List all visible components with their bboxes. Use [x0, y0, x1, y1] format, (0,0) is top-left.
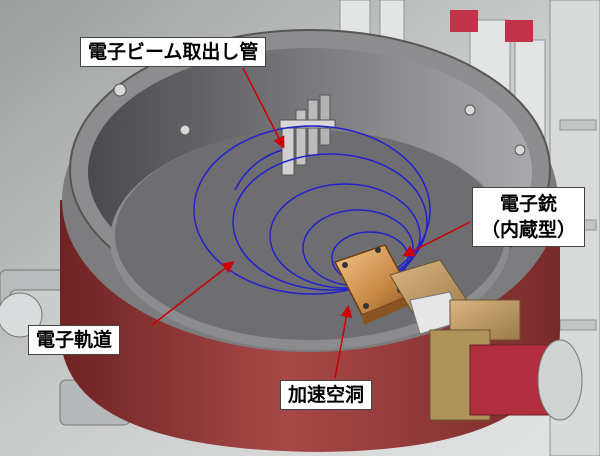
label-electron-gun-line2: （内蔵型）: [481, 219, 577, 241]
right-port: [429, 329, 583, 421]
label-electron-orbit: 電子軌道: [28, 325, 121, 355]
leader-extraction: [242, 67, 285, 149]
orbit-extraction-path: [234, 149, 283, 191]
leader-cavity: [334, 305, 353, 379]
red-blocks: [450, 10, 533, 42]
label-extraction-tube: 電子ビーム取出し管: [80, 37, 267, 67]
rim-bolts: [113, 83, 526, 156]
label-electron-gun: 電子銃 （内蔵型）: [472, 187, 586, 247]
leader-orbit: [151, 261, 235, 326]
accelerating-cavity: [333, 244, 414, 325]
label-electron-gun-line1: 電子銃: [500, 193, 558, 215]
leader-gun: [402, 221, 471, 257]
orbit-4: [232, 153, 428, 291]
orbit-3: [269, 183, 421, 289]
extraction-tube: [279, 94, 336, 176]
orbit-5: [193, 125, 431, 295]
label-accelerating-cavity: 加速空洞: [280, 380, 373, 410]
leader-lines: [151, 67, 471, 379]
